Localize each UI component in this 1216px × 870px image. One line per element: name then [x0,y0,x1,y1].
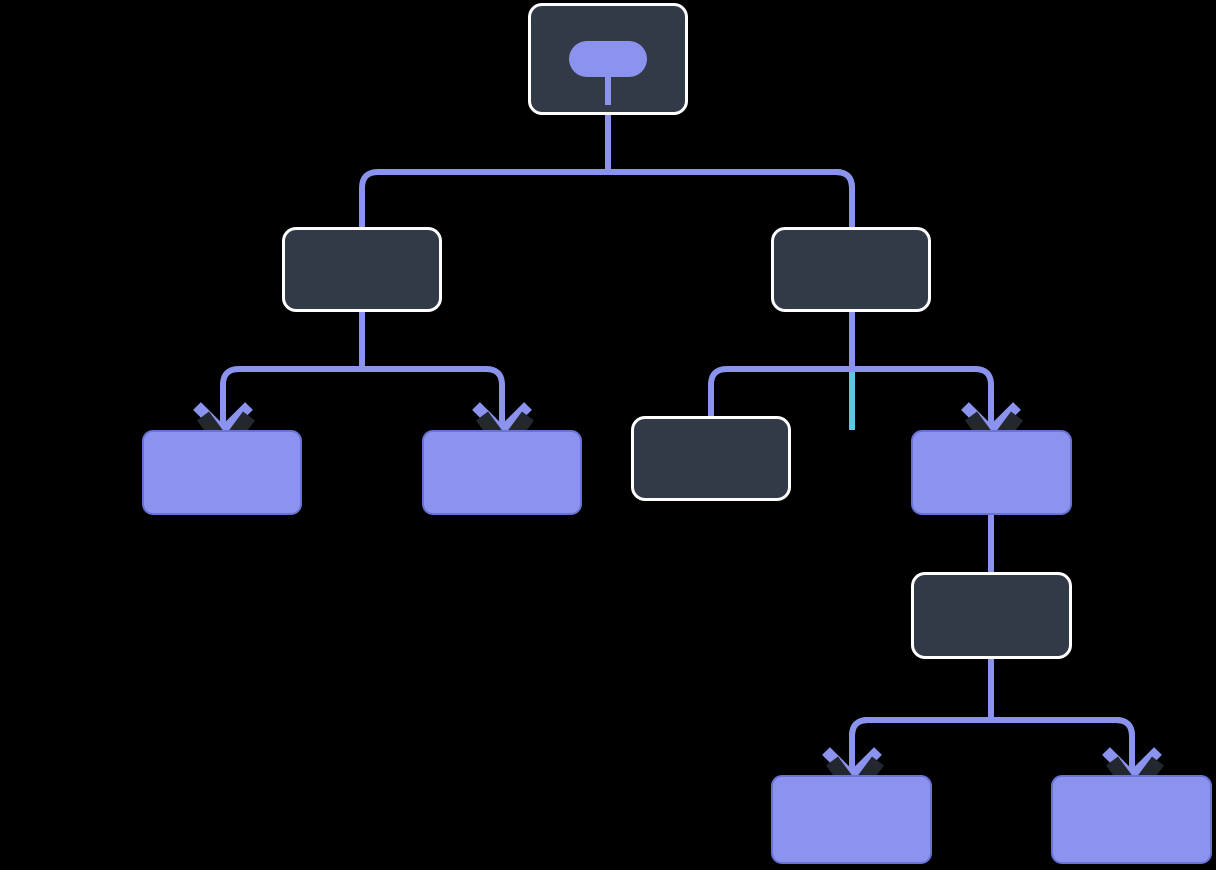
leaf-node-1[interactable] [142,430,302,515]
edge-path-group [220,3,1135,800]
branch-node-deep[interactable] [911,572,1072,659]
edge-left-to-leaf-2 [359,312,505,455]
branch-node-left[interactable] [282,227,442,312]
leaf-node-5[interactable] [1051,775,1212,864]
edge-right-to-empty [708,312,855,416]
branch-node-right[interactable] [771,227,931,312]
edge-right-to-leaf-3 [849,312,994,455]
edge-deep-to-leaf-5 [988,659,1135,800]
root-pill[interactable] [569,41,647,77]
leaf-node-3[interactable] [911,430,1072,515]
leaf-node-4[interactable] [771,775,932,864]
edge-deep-to-leaf-4 [849,659,994,800]
edge-root-to-left-branch [359,3,611,312]
edge-root-to-right-branch [605,3,855,312]
edge-left-to-leaf-1 [220,312,365,455]
root-pill-stem [605,77,611,105]
leaf-node-2[interactable] [422,430,582,515]
edge-glow-group [605,3,1135,800]
empty-node[interactable] [631,416,791,501]
